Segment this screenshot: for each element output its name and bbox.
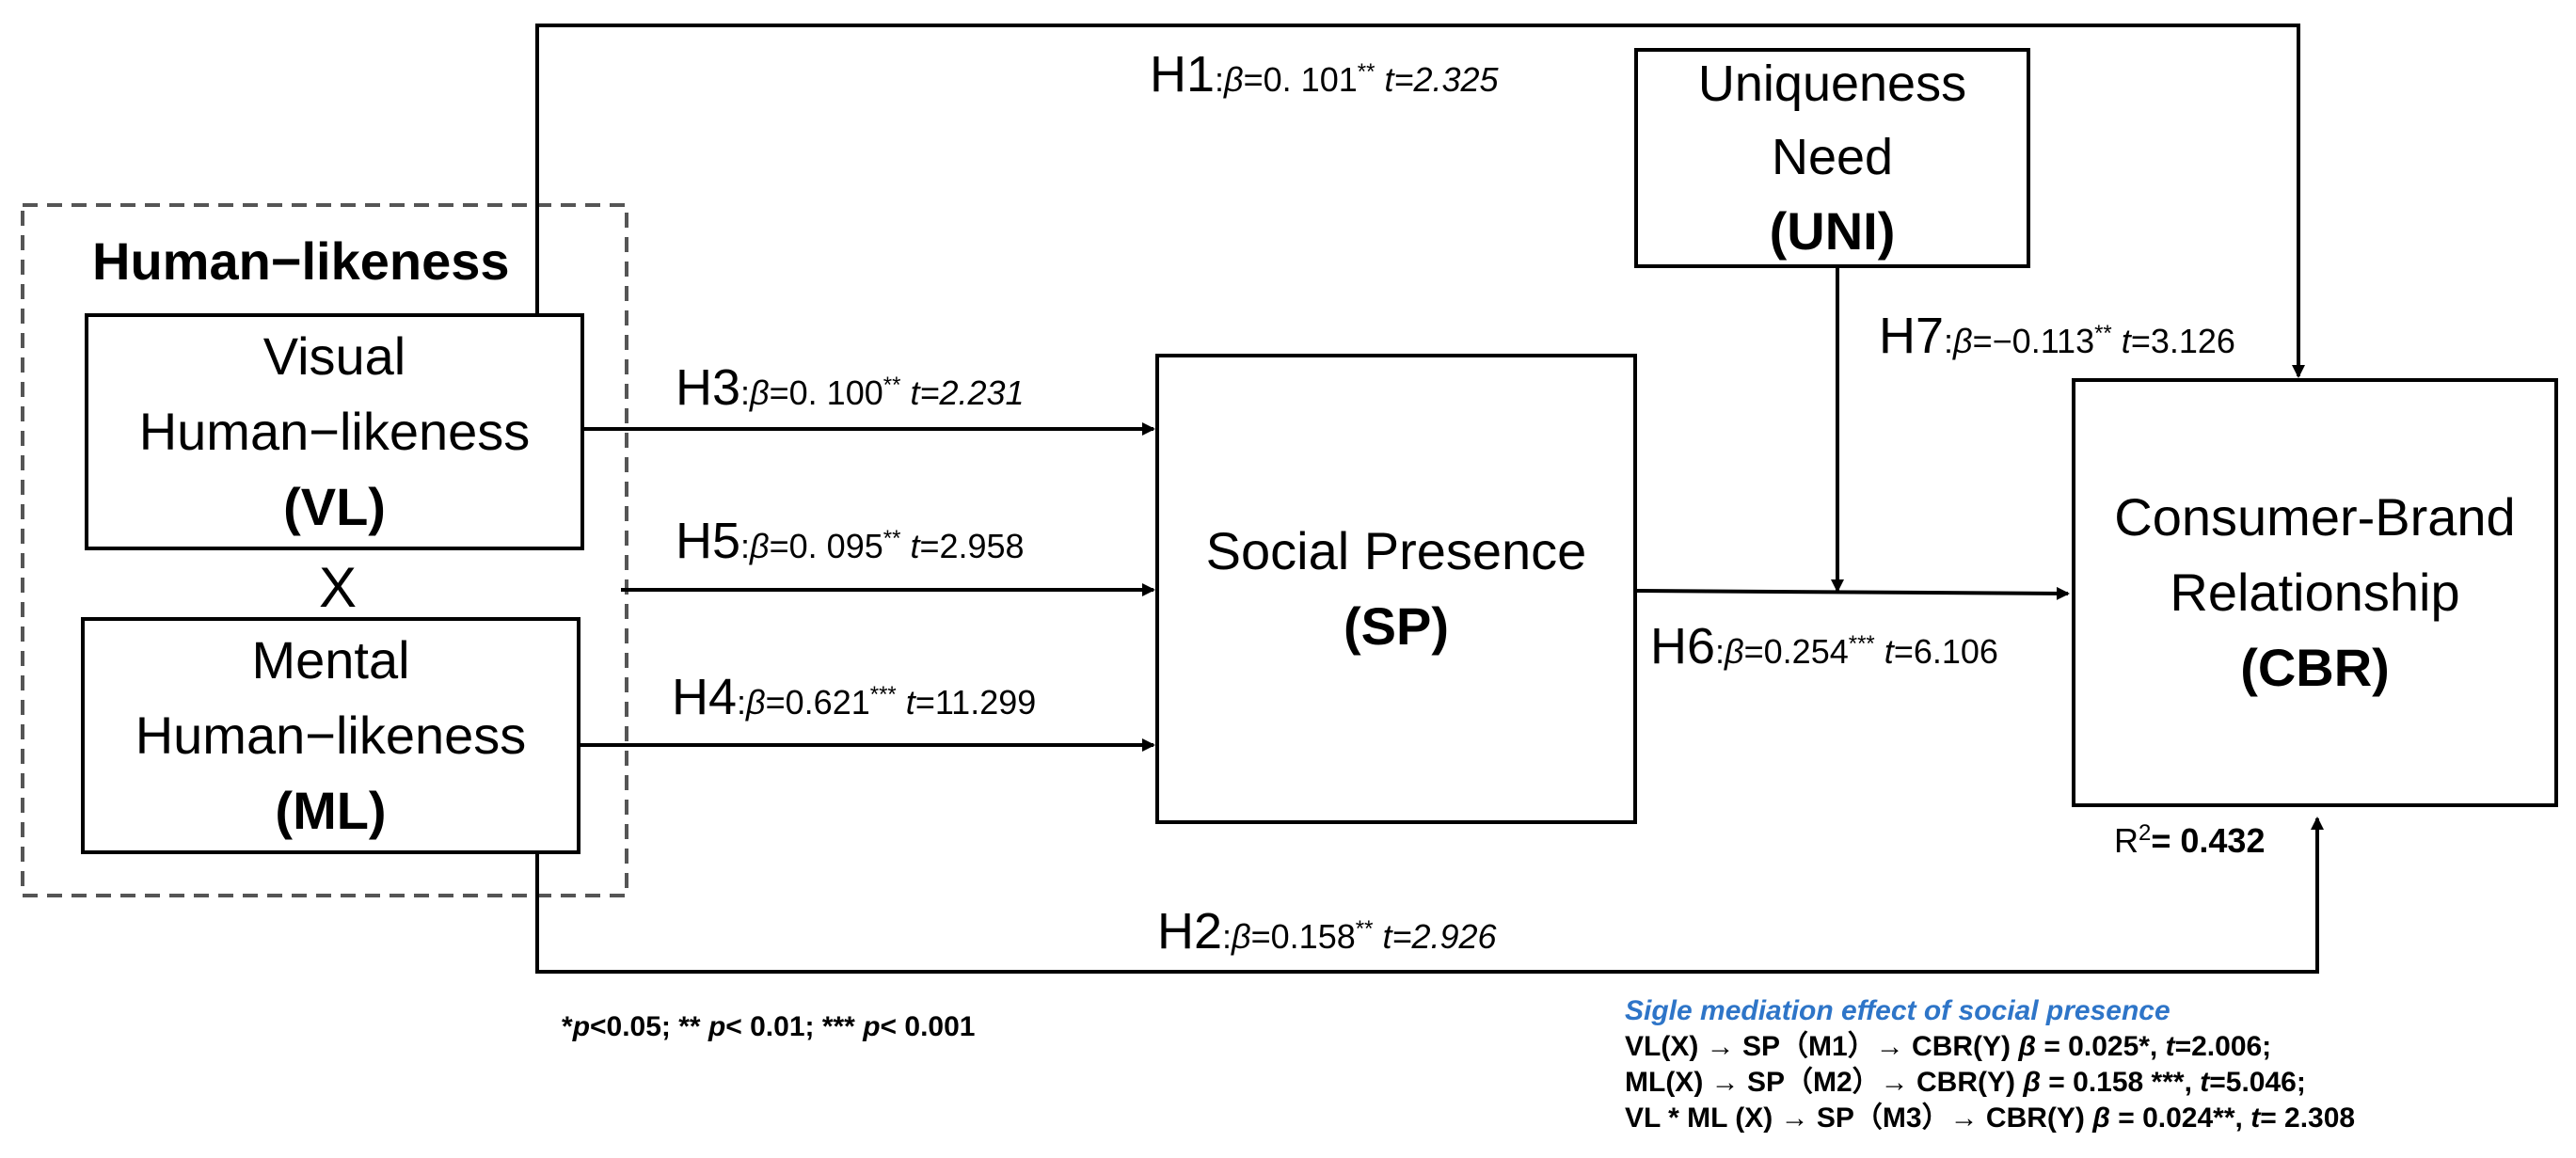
h6-label: H6:β=0.254*** t=6.106 [1650, 618, 1998, 674]
h6-path [1636, 586, 2070, 600]
uni-name-line2: Need [1771, 129, 1894, 185]
node-mental-human-likeness: Mental Human−likeness (ML) [81, 617, 580, 854]
node-consumer-brand-relationship: Consumer-Brand Relationship (CBR) [2072, 378, 2558, 807]
h3-label: H3:β=0. 100** t=2.231 [676, 359, 1025, 416]
ml-name-line1: Mental [251, 630, 410, 690]
mediation-row: VL(X) → SP（M1）→ CBR(Y) β = 0.025*, t=2.0… [1625, 1031, 2272, 1062]
significance-note: *p<0.05; ** p< 0.01; *** p< 0.001 [562, 1011, 976, 1042]
h4-label: H4:β=0.621*** t=11.299 [672, 669, 1037, 725]
interaction-mark: X [319, 556, 358, 619]
vl-name-line1: Visual [262, 326, 406, 386]
h1-path [535, 24, 2305, 378]
cbr-name-line2: Relationship [2170, 563, 2460, 622]
r-squared-label: R2= 0.432 [2114, 820, 2266, 860]
node-visual-human-likeness: Visual Human−likeness (VL) [85, 313, 584, 550]
vl-abbr: (VL) [283, 477, 386, 536]
h2-path [535, 817, 2324, 974]
human-likeness-group-frame [21, 203, 628, 897]
ml-abbr: (ML) [275, 781, 387, 840]
sp-abbr: (SP) [1344, 596, 1449, 656]
mediation-row: ML(X) → SP（M2）→ CBR(Y) β = 0.158 ***, t=… [1625, 1067, 2306, 1098]
h1-label: H1:β=0. 101** t=2.325 [1150, 46, 1499, 103]
sp-name: Social Presence [1205, 521, 1587, 580]
ml-name-line2: Human−likeness [135, 706, 527, 765]
h5-label: H5:β=0. 095** t=2.958 [676, 513, 1025, 569]
node-social-presence: Social Presence (SP) [1155, 354, 1637, 824]
group-title: Human−likeness [92, 231, 510, 291]
node-uniqueness-need: Uniqueness Need (UNI) [1634, 48, 2030, 268]
h7-label: H7:β=−0.113** t=3.126 [1879, 308, 2235, 364]
mediation-row: VL * ML (X) → SP（M3）→ CBR(Y) β = 0.024**… [1625, 1102, 2356, 1134]
mediation-title: Sigle mediation effect of social presenc… [1625, 995, 2171, 1026]
cbr-name-line1: Consumer-Brand [2114, 487, 2516, 547]
cbr-abbr: (CBR) [2240, 638, 2390, 697]
uni-name-line1: Uniqueness [1697, 56, 1967, 112]
vl-name-line2: Human−likeness [138, 402, 531, 461]
h2-label: H2:β=0.158** t=2.926 [1157, 903, 1497, 960]
mediation-effects: Sigle mediation effect of social presenc… [1625, 993, 2355, 1136]
uni-abbr: (UNI) [1769, 201, 1896, 261]
